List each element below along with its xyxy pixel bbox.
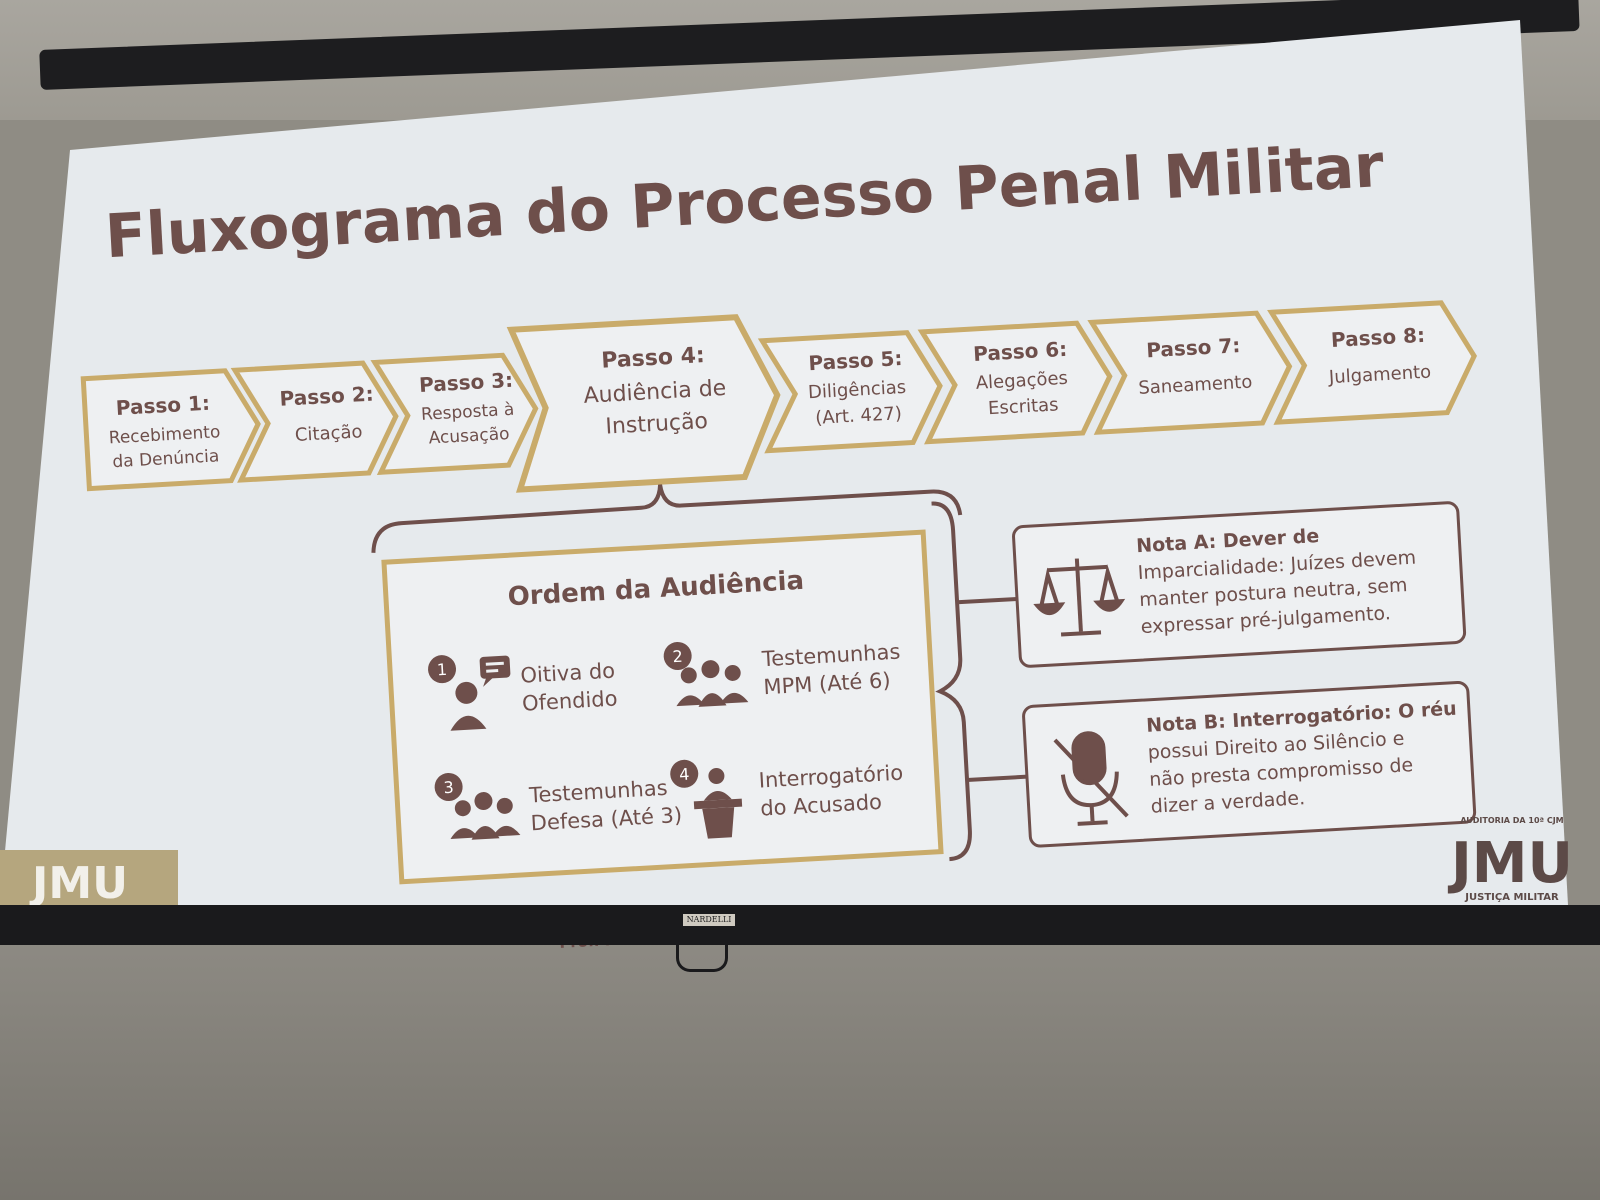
number-badge-label: 3 xyxy=(443,778,454,798)
connector-brace xyxy=(371,484,963,553)
step-8: Passo 8: Julgamento xyxy=(1267,300,1478,425)
logo-left: JMU xyxy=(0,850,178,909)
step-1: Passo 1: Recebimento da Denúncia xyxy=(80,368,261,492)
step-heading: Passo 6: xyxy=(973,337,1068,366)
step-heading: Passo 1: xyxy=(115,391,210,420)
step-heading: Passo 7: xyxy=(1146,333,1241,362)
step-3: Passo 3: Resposta à Acusação xyxy=(370,352,539,475)
logo-left-text: JMU xyxy=(29,858,128,909)
note-a: Nota A: Dever de Imparcialidade: Juízes … xyxy=(1012,501,1467,668)
step-heading: Passo 4: xyxy=(601,343,706,374)
logo-right: AUDITORIA DA 10ª CJM JMU JUSTIÇA MILITAR xyxy=(1447,816,1573,903)
step-line: Instrução xyxy=(605,409,709,440)
wall-lower xyxy=(0,940,1600,1200)
step-line: Escritas xyxy=(988,394,1060,419)
step-6: Passo 6: Alegações Escritas xyxy=(917,320,1113,445)
group-icon xyxy=(450,792,521,840)
muted-microphone-icon xyxy=(1053,731,1129,826)
audience-item-1: 1 Oitiva do Ofendido xyxy=(428,655,618,731)
step-2: Passo 2: Citação xyxy=(230,360,399,483)
number-badge xyxy=(428,655,457,684)
podium-icon xyxy=(693,768,743,839)
notes-bracket xyxy=(931,501,972,862)
number-badge xyxy=(663,641,692,670)
number-badge-label: 2 xyxy=(672,647,683,667)
steps-row: Passo 1: Recebimento da Denúncia Passo 2… xyxy=(80,300,1478,493)
logo-right-bottom: JUSTIÇA MILITAR xyxy=(1464,892,1559,903)
slide-content: Fluxograma do Processo Penal Militar Pas… xyxy=(80,131,1478,952)
number-badge-label: 1 xyxy=(436,660,447,680)
step-4: Passo 4: Audiência de Instrução xyxy=(506,314,781,493)
logo-right-top: AUDITORIA DA 10ª CJM xyxy=(1460,816,1563,825)
step-line: Alegações xyxy=(975,368,1068,394)
step-line: Citação xyxy=(294,421,363,446)
audience-box: Ordem da Audiência 1 Oitiva do Ofendido xyxy=(381,529,944,885)
item-line: Ofendido xyxy=(521,686,618,715)
connector-note-a xyxy=(956,596,1018,605)
logo-right-text: JMU xyxy=(1447,831,1573,896)
pull-handle xyxy=(676,945,728,972)
projector-brand-tag: NARDELLI xyxy=(683,914,735,926)
step-heading: Passo 8: xyxy=(1330,323,1425,352)
screen-bottom-bar xyxy=(0,905,1600,945)
step-heading: Passo 3: xyxy=(418,368,513,397)
step-line: (Art. 427) xyxy=(815,403,903,429)
number-badge xyxy=(434,772,463,801)
group-icon xyxy=(676,660,749,707)
step-heading: Passo 5: xyxy=(808,346,903,375)
step-7: Passo 7: Saneamento xyxy=(1087,310,1293,435)
step-line: Acusação xyxy=(428,424,510,448)
number-badge-label: 4 xyxy=(679,765,690,785)
note-b: Nota B: Interrogatório: O réu possui Dir… xyxy=(1022,680,1477,848)
speaking-person-icon xyxy=(450,655,511,731)
number-badge xyxy=(670,759,699,788)
scales-icon xyxy=(1033,558,1126,637)
connector-note-b xyxy=(966,774,1028,783)
step-heading: Passo 2: xyxy=(279,382,374,411)
step-5: Passo 5: Diligências (Art. 427) xyxy=(757,330,943,454)
item-line: Oitiva do xyxy=(520,659,616,688)
